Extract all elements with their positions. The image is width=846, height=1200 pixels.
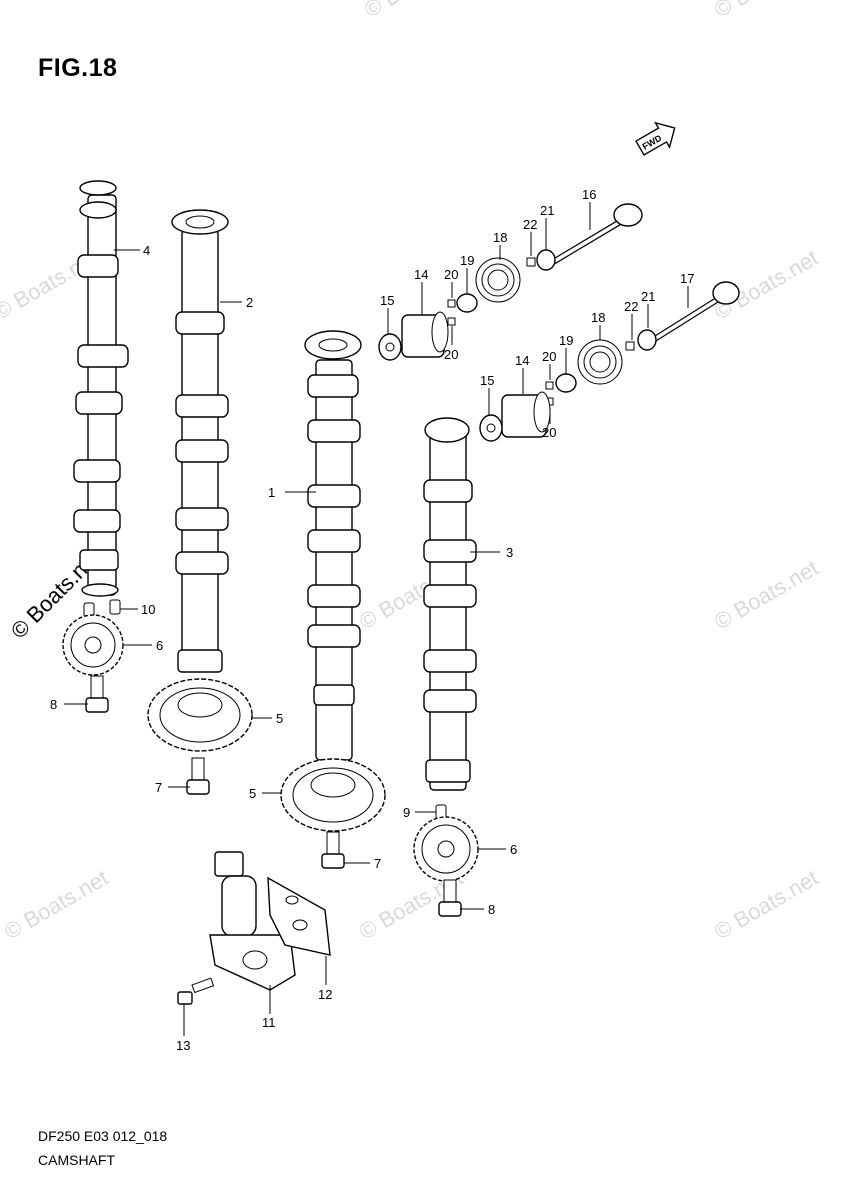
sprocket-6-left <box>62 614 124 676</box>
callout-2: 2 <box>246 295 253 310</box>
callout-10: 10 <box>141 602 155 617</box>
callout-19: 19 <box>559 333 573 348</box>
figure-title: FIG.18 <box>38 54 118 82</box>
callout-9: 9 <box>403 805 410 820</box>
seal-20-upper <box>447 299 456 326</box>
seat-19-upper <box>456 293 478 313</box>
bolt-7-right <box>321 831 345 869</box>
callout-4: 4 <box>143 243 150 258</box>
callout-13: 13 <box>176 1038 190 1053</box>
callout-17: 17 <box>680 271 694 286</box>
forward-direction-badge: FWD <box>635 121 676 156</box>
callout-labels: 4 2 1 3 10 6 8 5 7 5 7 9 6 8 12 11 13 16… <box>50 187 694 1053</box>
callout-21: 21 <box>540 203 554 218</box>
callout-19: 19 <box>460 253 474 268</box>
tappet-14-lower <box>501 391 551 438</box>
valve-spring-18-lower <box>577 339 623 385</box>
callout-14: 14 <box>515 353 529 368</box>
callout-16: 16 <box>582 187 596 202</box>
watermark: © Boats.net <box>710 0 822 22</box>
callout-7: 7 <box>155 780 162 795</box>
callout-15: 15 <box>380 293 394 308</box>
tappet-14-upper <box>401 311 449 358</box>
shim-15-lower <box>479 414 503 442</box>
bolt-8-right <box>438 879 462 917</box>
camshaft-2 <box>171 209 229 673</box>
camshaft-4 <box>73 180 129 597</box>
callout-3: 3 <box>506 545 513 560</box>
callout-20: 20 <box>444 347 458 362</box>
callout-5: 5 <box>249 786 256 801</box>
callout-8: 8 <box>50 697 57 712</box>
retainer-21-lower <box>637 329 657 351</box>
callout-18: 18 <box>591 310 605 325</box>
camshaft-1 <box>304 330 362 761</box>
camshaft-3 <box>423 417 477 791</box>
callout-15: 15 <box>480 373 494 388</box>
diagram-code: DF250 E03 012_018 <box>38 1128 168 1144</box>
oil-control-valve-11 <box>209 851 296 991</box>
callout-22: 22 <box>523 217 537 232</box>
bolt-7-left <box>186 757 210 795</box>
callout-20: 20 <box>542 425 556 440</box>
watermark: © Boats.net <box>710 865 822 944</box>
callout-6: 6 <box>156 638 163 653</box>
bolt-13 <box>177 977 215 1005</box>
gasket-12 <box>267 876 331 956</box>
sprocket-5-left <box>147 678 253 752</box>
cotter-22-upper <box>526 257 536 267</box>
diagram-name: CAMSHAFT <box>38 1152 115 1168</box>
callout-12: 12 <box>318 987 332 1002</box>
callout-14: 14 <box>414 267 428 282</box>
cotter-22-lower <box>625 341 635 351</box>
sprocket-6-right <box>413 816 479 882</box>
valve-17 <box>651 281 740 343</box>
watermark: © Boats.net <box>0 865 112 944</box>
retainer-21-upper <box>536 249 556 271</box>
callout-20: 20 <box>542 349 556 364</box>
callout-18: 18 <box>493 230 507 245</box>
sprocket-5-right <box>280 758 386 832</box>
callout-22: 22 <box>624 299 638 314</box>
watermarks: © Boats.net © Boats.net © Boats.net © Bo… <box>0 0 822 944</box>
watermark: © Boats.net <box>710 555 822 634</box>
callout-6: 6 <box>510 842 517 857</box>
callout-7: 7 <box>374 856 381 871</box>
valve-16 <box>546 203 643 268</box>
shim-15-upper <box>378 333 402 361</box>
callout-20: 20 <box>444 267 458 282</box>
callout-1: 1 <box>268 485 275 500</box>
valve-spring-18-upper <box>475 257 521 303</box>
pin-10 <box>83 599 121 618</box>
watermark: © Boats.net <box>360 0 472 22</box>
callout-5: 5 <box>276 711 283 726</box>
bolt-8-left <box>85 675 109 713</box>
callout-8: 8 <box>488 902 495 917</box>
leader-lines <box>64 202 689 1036</box>
callout-21: 21 <box>641 289 655 304</box>
seat-19-lower <box>555 373 577 393</box>
callout-11: 11 <box>262 1015 276 1030</box>
